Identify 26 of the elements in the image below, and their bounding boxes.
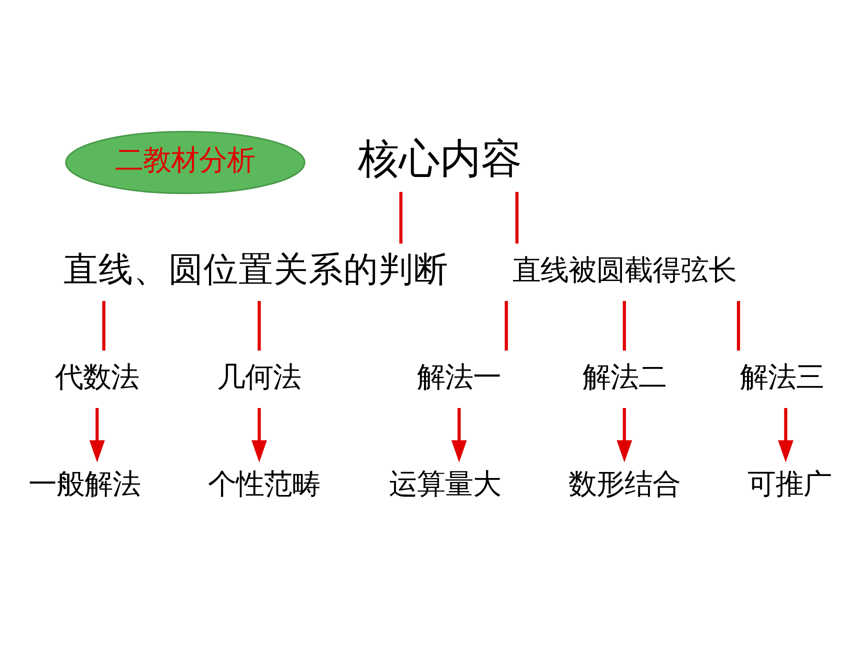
node-text: 一般解法: [28, 466, 141, 500]
connector: [399, 191, 402, 244]
node-ellipse: 二教材分析: [65, 130, 306, 194]
arrow: [451, 408, 467, 462]
node-text: 直线、圆位置关系的判断: [64, 250, 449, 290]
node-text: 解法二: [582, 360, 666, 393]
connector: [258, 300, 261, 350]
connector: [515, 191, 519, 244]
node-text: 可推广: [748, 466, 832, 500]
node-text: 运算量大: [388, 466, 501, 500]
connector: [736, 300, 740, 350]
connector: [622, 300, 626, 350]
connector: [102, 300, 106, 350]
arrow: [778, 408, 794, 462]
node-text: 解法一: [417, 360, 502, 393]
node-text: 解法三: [740, 360, 824, 393]
arrow: [252, 408, 267, 462]
arrow: [89, 408, 105, 462]
node-text: 个性范畴: [208, 466, 320, 500]
node-text: 核心内容: [358, 134, 522, 182]
node-text: 代数法: [55, 360, 140, 393]
node-text: 直线被圆截得弦长: [512, 252, 736, 286]
node-text: 数形结合: [568, 466, 680, 500]
node-text: 几何法: [217, 360, 302, 393]
connector: [504, 300, 508, 350]
arrow: [616, 408, 632, 462]
